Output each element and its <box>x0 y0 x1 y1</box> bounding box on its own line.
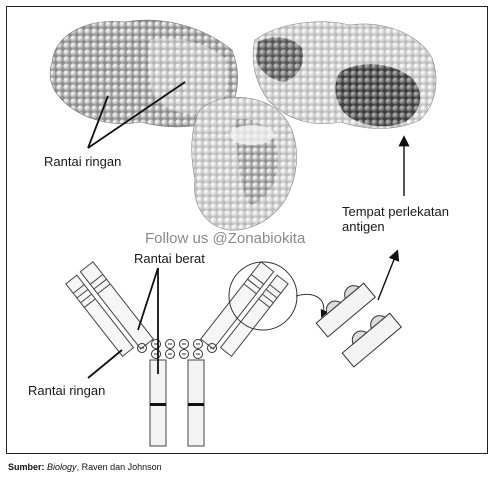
antibody-schematic <box>65 261 289 447</box>
source-authors: , Raven dan Johnson <box>76 462 162 472</box>
light-chain-arm-right <box>219 274 289 358</box>
heavy-chain-arm-right <box>199 261 275 350</box>
source-caption: Sumber: Biology, Raven dan Johnson <box>8 462 162 472</box>
watermark-text: Follow us @Zonabiokita <box>145 230 306 247</box>
pointer-heavy-chain-1 <box>137 267 159 331</box>
molecule-model <box>49 19 437 231</box>
source-book: Biology <box>47 462 77 472</box>
molecule-left-arm-light <box>147 38 229 115</box>
label-binding-site-line1: Tempat perlekatan <box>342 204 449 219</box>
binding-site-detail <box>315 282 402 368</box>
molecule-hinge-highlight <box>230 125 274 145</box>
disulfide-bonds <box>137 339 217 359</box>
arrow-binding-site-bottom <box>377 249 400 301</box>
figure-frame <box>6 6 488 454</box>
magnify-arrow <box>295 294 329 318</box>
heavy-chain-arm-left <box>79 261 155 350</box>
pointer-light-chain-top-1 <box>87 95 109 149</box>
pointer-light-chain-bottom <box>87 349 123 379</box>
label-heavy-chain: Rantai berat <box>134 251 205 266</box>
source-prefix: Sumber: <box>8 462 45 472</box>
label-light-chain-top: Rantai ringan <box>44 154 122 169</box>
molecule-right-arm-mid <box>256 37 304 82</box>
label-light-chain-bottom: Rantai ringan <box>28 383 106 398</box>
label-binding-site-line2: antigen <box>342 219 385 234</box>
light-chain-arm-left <box>65 274 135 358</box>
molecule-right-arm-dark <box>335 64 421 127</box>
pointer-light-chain-top-2 <box>87 81 186 149</box>
